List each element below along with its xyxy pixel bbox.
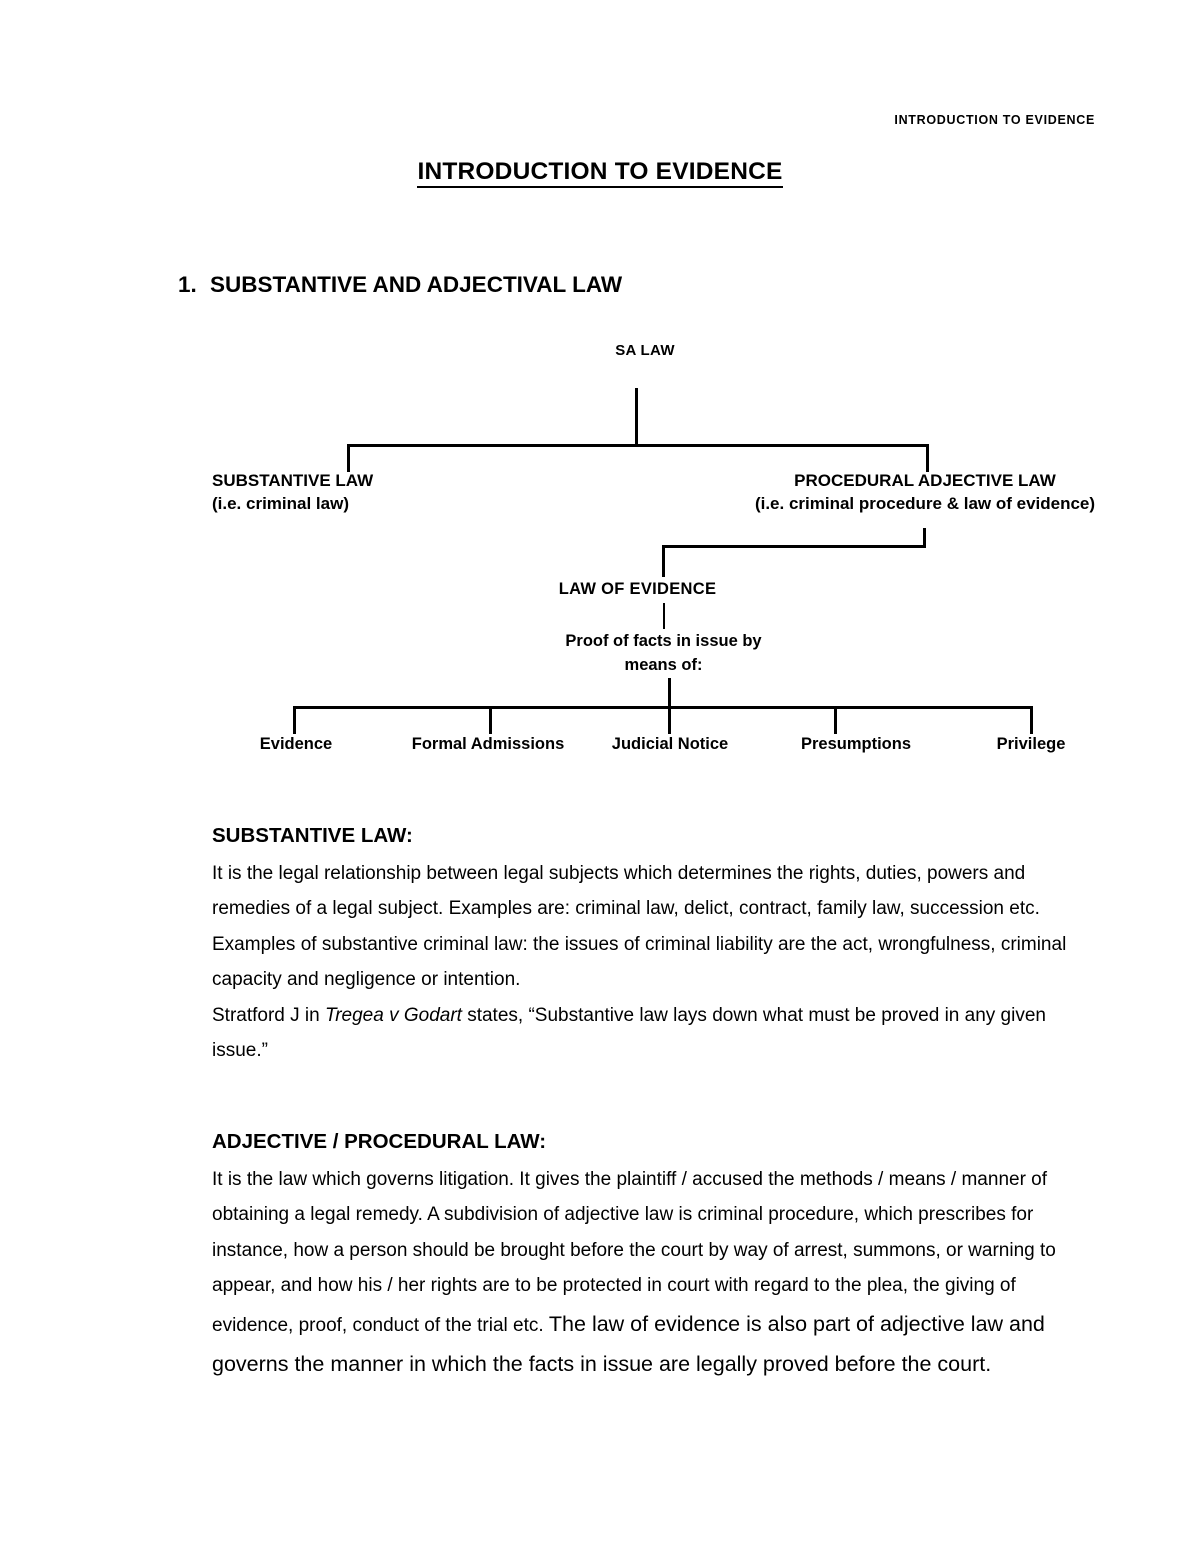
adjective-law-text-emphasised: The law of evidence is also part of adje… <box>212 1311 1045 1376</box>
connector-drop-procedural <box>926 444 929 472</box>
case-citation-tregea-v-godart: Tregea v Godart <box>325 1004 462 1026</box>
diagram-leaf-formal-admissions: Formal Admissions <box>411 735 565 753</box>
section-heading-text: SUBSTANTIVE AND ADJECTIVAL LAW <box>210 272 623 297</box>
substantive-law-paragraph-1: It is the legal relationship between leg… <box>212 862 1040 920</box>
diagram-caption-line1: Proof of facts in issue by <box>565 632 762 650</box>
connector-drop-law-of-evidence <box>662 545 665 577</box>
connector-drop-privilege <box>1030 706 1033 734</box>
connector-drop-evidence <box>293 706 296 734</box>
stratford-suffix: states, “Substantive law lays down what … <box>212 1004 1046 1062</box>
connector-root-stem <box>635 388 638 446</box>
law-hierarchy-diagram: SA LAW SUBSTANTIVE LAW (i.e. criminal la… <box>0 342 1200 753</box>
diagram-node-procedural-law-line1: PROCEDURAL ADJECTIVE LAW <box>794 471 1056 490</box>
diagram-leaf-privilege: Privilege <box>996 735 1066 753</box>
diagram-node-substantive-law-line1: SUBSTANTIVE LAW <box>212 471 374 490</box>
diagram-caption-proof-of-facts: Proof of facts in issue by means of: <box>0 630 1200 678</box>
running-header: INTRODUCTION TO EVIDENCE <box>894 113 1095 127</box>
section-adjective-procedural-law: ADJECTIVE / PROCEDURAL LAW: It is the la… <box>212 1128 1094 1384</box>
page-title-text: INTRODUCTION TO EVIDENCE <box>417 158 783 188</box>
connector-loe-caption <box>663 603 665 629</box>
connector-level2-bar <box>662 545 926 548</box>
diagram-node-root: SA LAW <box>615 342 675 359</box>
diagram-leaf-judicial-notice: Judicial Notice <box>611 735 729 753</box>
connector-drop-presumptions <box>834 706 837 734</box>
section-heading: 1. SUBSTANTIVE AND ADJECTIVAL LAW <box>178 272 622 298</box>
connector-level1-bar <box>347 444 929 447</box>
substantive-law-heading: SUBSTANTIVE LAW: <box>212 824 413 847</box>
substantive-law-paragraph-3: Stratford J in Tregea v Godart states, “… <box>212 998 1094 1069</box>
section-substantive-law: SUBSTANTIVE LAW: It is the legal relatio… <box>212 822 1094 1069</box>
substantive-law-paragraph-2: Examples of substantive criminal law: th… <box>212 933 1067 991</box>
page-title: INTRODUCTION TO EVIDENCE <box>0 158 1200 188</box>
connector-leaf-bar <box>293 706 1033 709</box>
diagram-caption-line2: means of: <box>624 655 703 674</box>
diagram-node-substantive-law-line2: (i.e. criminal law) <box>212 493 349 513</box>
diagram-node-procedural-law-line2: (i.e. criminal procedure & law of eviden… <box>754 493 1096 513</box>
adjective-law-text-normal: It is the law which governs litigation. … <box>212 1168 1056 1336</box>
connector-procedural-stem <box>923 528 926 547</box>
adjective-law-paragraph: It is the law which governs litigation. … <box>212 1162 1094 1384</box>
section-number: 1. <box>178 272 197 297</box>
connector-drop-formal-admissions <box>489 706 492 734</box>
diagram-node-law-of-evidence: LAW OF EVIDENCE <box>558 580 717 598</box>
diagram-node-procedural-law: PROCEDURAL ADJECTIVE LAW (i.e. criminal … <box>480 470 1200 516</box>
connector-drop-judicial-notice <box>668 706 671 734</box>
adjective-law-heading: ADJECTIVE / PROCEDURAL LAW: <box>212 1130 547 1153</box>
diagram-leaf-evidence: Evidence <box>259 735 333 753</box>
connector-drop-substantive <box>347 444 350 472</box>
connector-caption-stem <box>668 678 671 728</box>
stratford-prefix: Stratford J in <box>212 1004 325 1026</box>
diagram-node-substantive-law: SUBSTANTIVE LAW (i.e. criminal law) <box>212 470 373 516</box>
diagram-leaf-presumptions: Presumptions <box>800 735 912 753</box>
